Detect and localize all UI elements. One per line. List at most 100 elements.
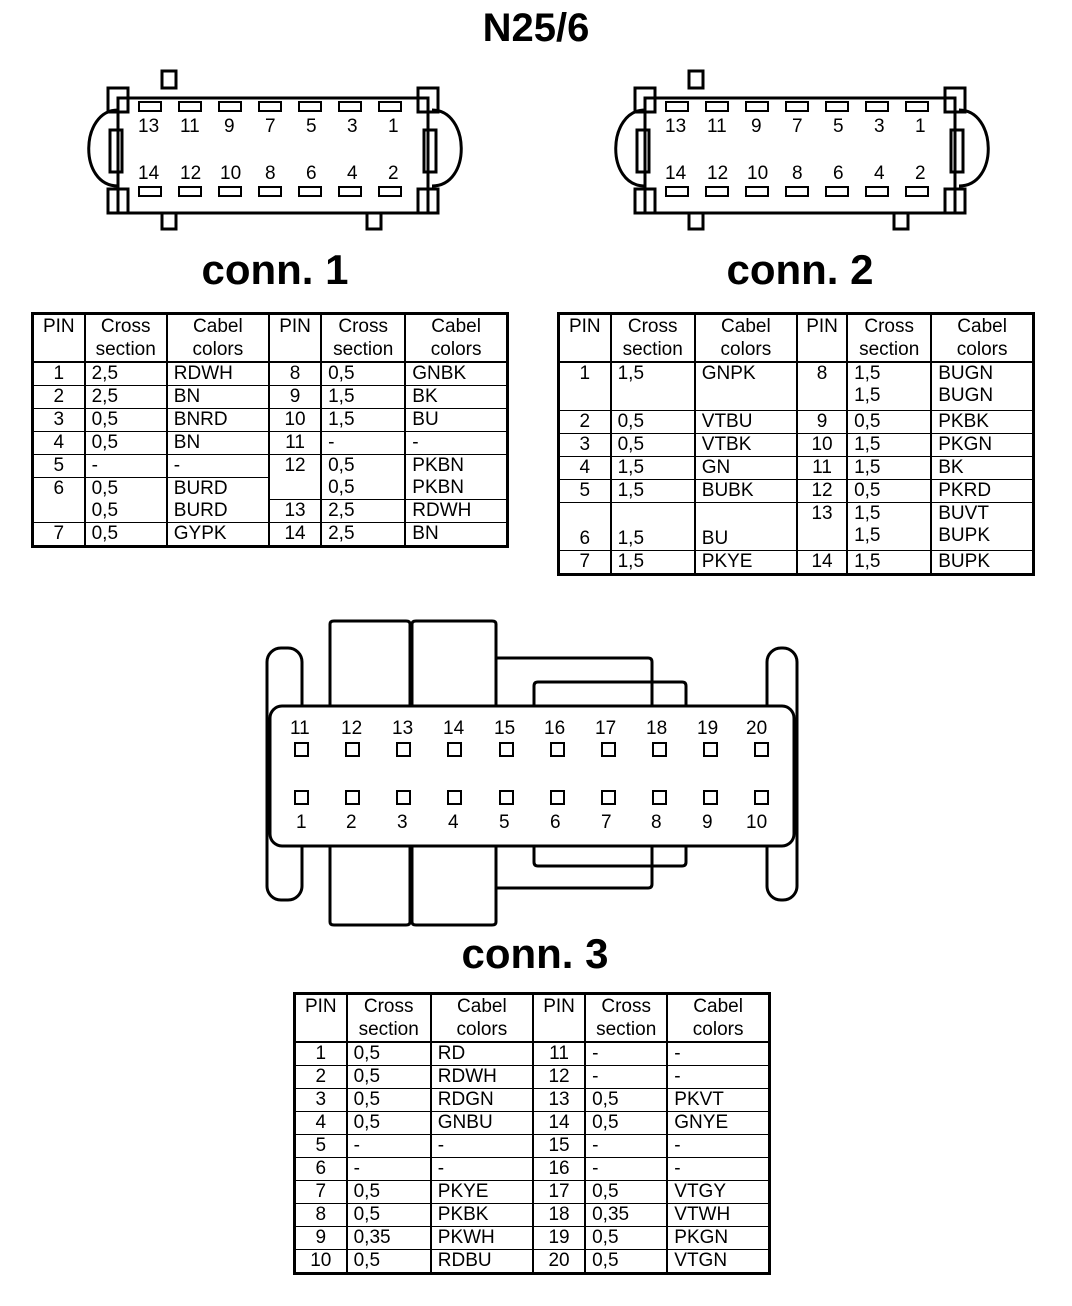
pin-label: 9 — [224, 116, 235, 137]
pin-cell: 1 — [31, 361, 86, 386]
cross-cell: 0,35 — [345, 1226, 432, 1250]
color-cell: - — [666, 1065, 771, 1089]
pin-label: 3 — [397, 812, 408, 833]
pin-label: 12 — [180, 163, 202, 184]
table-row: 5 1,5 BUBK 12 0,5 PKRD — [557, 478, 1035, 503]
pin-slots — [665, 186, 929, 197]
color-cell: BUBK — [693, 478, 798, 503]
pin-cell: 4 — [31, 431, 86, 455]
pin-cell: 20 — [531, 1249, 587, 1274]
pin-cell: 5 — [293, 1134, 348, 1158]
table-row: 8 0,5 PKBK 18 0,35 VTWH — [293, 1203, 771, 1227]
cross-cell: 0,5 — [345, 1249, 432, 1274]
color-cell: RDGN — [429, 1088, 534, 1112]
cross-cell: 1,5 — [846, 455, 933, 480]
color-cell: RDBU — [429, 1249, 534, 1274]
color-cell: BUPK — [930, 549, 1035, 575]
pin-cell: 12 — [267, 454, 323, 500]
color-cell: PKWH — [429, 1226, 534, 1250]
cross-cell: 1,5 — [846, 549, 933, 575]
cross-cell: 1,5 — [609, 549, 696, 575]
table-row: 4 0,5 BN 11 - - — [31, 431, 509, 455]
pin-cell: 14 — [795, 549, 849, 575]
pin-label: 11 — [290, 718, 310, 739]
pin-cell: 11 — [267, 431, 323, 455]
color-cell: GN — [693, 455, 798, 480]
pin-cell: 15 — [531, 1134, 587, 1158]
table-row: 6 - - 16 - - — [293, 1157, 771, 1181]
cross-cell: - — [345, 1134, 432, 1158]
color-cell: BUGN BUGN — [930, 361, 1035, 411]
table-row: 9 0,35 PKWH 19 0,5 PKGN — [293, 1226, 771, 1250]
color-cell: PKGN — [930, 432, 1035, 457]
pin-label: 11 — [180, 116, 200, 137]
pin-label: 9 — [751, 116, 762, 137]
cross-cell: 0,5 — [345, 1088, 432, 1112]
pin-label: 11 — [707, 116, 727, 137]
table-row: 4 0,5 GNBU 14 0,5 GNYE — [293, 1111, 771, 1135]
table-row: 7 0,5 PKYE 17 0,5 VTGY — [293, 1180, 771, 1204]
cross-cell: 0,5 — [584, 1249, 669, 1274]
page-title: N25/6 — [482, 6, 590, 50]
table-row: 2 2,5 BN 9 1,5 BK — [31, 385, 509, 409]
table-body: 1 0,5 RD 11 - - 2 0,5 RDWH 12 - - 3 0,5 … — [293, 1041, 771, 1274]
pin-label: 12 — [707, 163, 729, 184]
pin-cell: 10 — [795, 432, 849, 457]
color-cell: RDWH — [404, 499, 509, 523]
pin-cell: 19 — [531, 1226, 587, 1250]
pin-slots — [665, 101, 929, 112]
connector-2-top-pin-row: 13 11 9 7 5 3 1 — [657, 100, 947, 142]
cross-cell: 0,5 — [609, 409, 696, 434]
cross-cell: 1,5 — [320, 408, 407, 432]
pin-label: 5 — [833, 116, 844, 137]
pin-slots — [138, 101, 402, 112]
color-cell: VTGN — [666, 1249, 771, 1274]
color-cell: BN — [404, 522, 509, 547]
table-row: 1 1,5 GNPK 8 1,5 1,5 BUGN BUGN — [557, 361, 1035, 411]
pin-cell: 3 — [293, 1088, 348, 1112]
pin-cell: 13 — [795, 501, 849, 551]
pin-label: 12 — [341, 718, 363, 739]
color-cell: - — [404, 431, 509, 455]
cross-cell: 1,5 — [609, 478, 696, 503]
cross-cell: 1,5 1,5 — [846, 501, 933, 551]
pin-cell: 3 — [557, 432, 612, 457]
pin-cell: 9 — [795, 409, 849, 434]
pin-label: 16 — [544, 718, 566, 739]
color-cell: VTBK — [693, 432, 798, 457]
pin-cell: 14 — [531, 1111, 587, 1135]
pin-header: PIN — [267, 312, 323, 363]
cross-cell: 0,5 — [345, 1111, 432, 1135]
pin-cell: 12 — [795, 478, 849, 503]
table-row: 5 - - 12 0,5 0,5 PKBN PKBN — [31, 454, 509, 500]
color-cell: GNBK — [404, 361, 509, 386]
color-cell: VTGY — [666, 1180, 771, 1204]
pin-cell: 6 — [557, 501, 612, 551]
pin-label: 9 — [702, 812, 713, 833]
cross-cell: 0,5 0,5 — [83, 477, 168, 523]
connector-1-label: conn. 1 — [201, 246, 349, 293]
color-cell: PKBK — [930, 409, 1035, 434]
pin-label: 1 — [296, 812, 307, 833]
pin-cell: 18 — [531, 1203, 587, 1227]
color-cell: GYPK — [165, 522, 270, 547]
table-row: 7 1,5 PKYE 14 1,5 BUPK — [557, 549, 1035, 575]
cross-cell: 0,5 — [846, 409, 933, 434]
table-row: 3 0,5 BNRD 10 1,5 BU — [31, 408, 509, 432]
cross-cell: 0,5 — [584, 1226, 669, 1250]
pin-cell: 12 — [531, 1065, 587, 1089]
color-cell: BNRD — [165, 408, 270, 432]
pin-cell: 17 — [531, 1180, 587, 1204]
cross-cell: 0,35 — [584, 1203, 669, 1227]
color-cell: BURD BURD — [165, 477, 270, 523]
table-row: 6 1,5 BU 13 1,5 1,5 BUVT BUPK — [557, 501, 1035, 551]
pin-label: 3 — [347, 116, 358, 137]
color-cell: VTWH — [666, 1203, 771, 1227]
cross-cell: 2,5 — [320, 499, 407, 523]
pin-cell: 14 — [267, 522, 323, 547]
